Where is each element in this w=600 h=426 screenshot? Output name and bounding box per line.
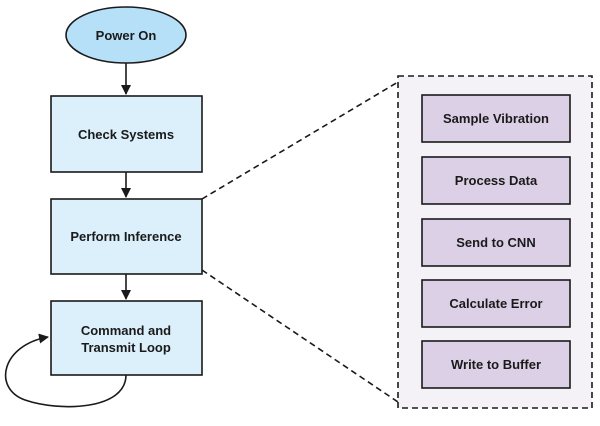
detail-step-label: Process Data xyxy=(455,173,538,188)
command-transmit-label-line2: Transmit Loop xyxy=(81,340,171,355)
zoom-line-bottom xyxy=(201,269,399,403)
start-node: Power On xyxy=(65,6,187,64)
detail-step-label: Send to CNN xyxy=(456,235,535,250)
start-label: Power On xyxy=(96,28,157,43)
detail-step-write-to-buffer: Write to Buffer xyxy=(421,340,571,389)
check-systems-node: Check Systems xyxy=(50,95,203,173)
detail-step-send-to-cnn: Send to CNN xyxy=(421,218,571,267)
command-transmit-node: Command and Transmit Loop xyxy=(50,300,203,376)
zoom-line-top xyxy=(201,81,399,200)
detail-step-process-data: Process Data xyxy=(421,156,571,205)
arrow-loop-back xyxy=(4,333,127,408)
detail-step-label: Calculate Error xyxy=(449,296,542,311)
perform-inference-node: Perform Inference xyxy=(50,198,203,275)
detail-step-label: Write to Buffer xyxy=(451,357,541,372)
detail-step-calculate-error: Calculate Error xyxy=(421,279,571,328)
check-systems-label: Check Systems xyxy=(78,127,174,142)
perform-inference-label: Perform Inference xyxy=(70,229,181,244)
detail-step-label: Sample Vibration xyxy=(443,111,549,126)
detail-step-sample-vibration: Sample Vibration xyxy=(421,94,571,143)
command-transmit-label-line1: Command and xyxy=(81,323,171,338)
